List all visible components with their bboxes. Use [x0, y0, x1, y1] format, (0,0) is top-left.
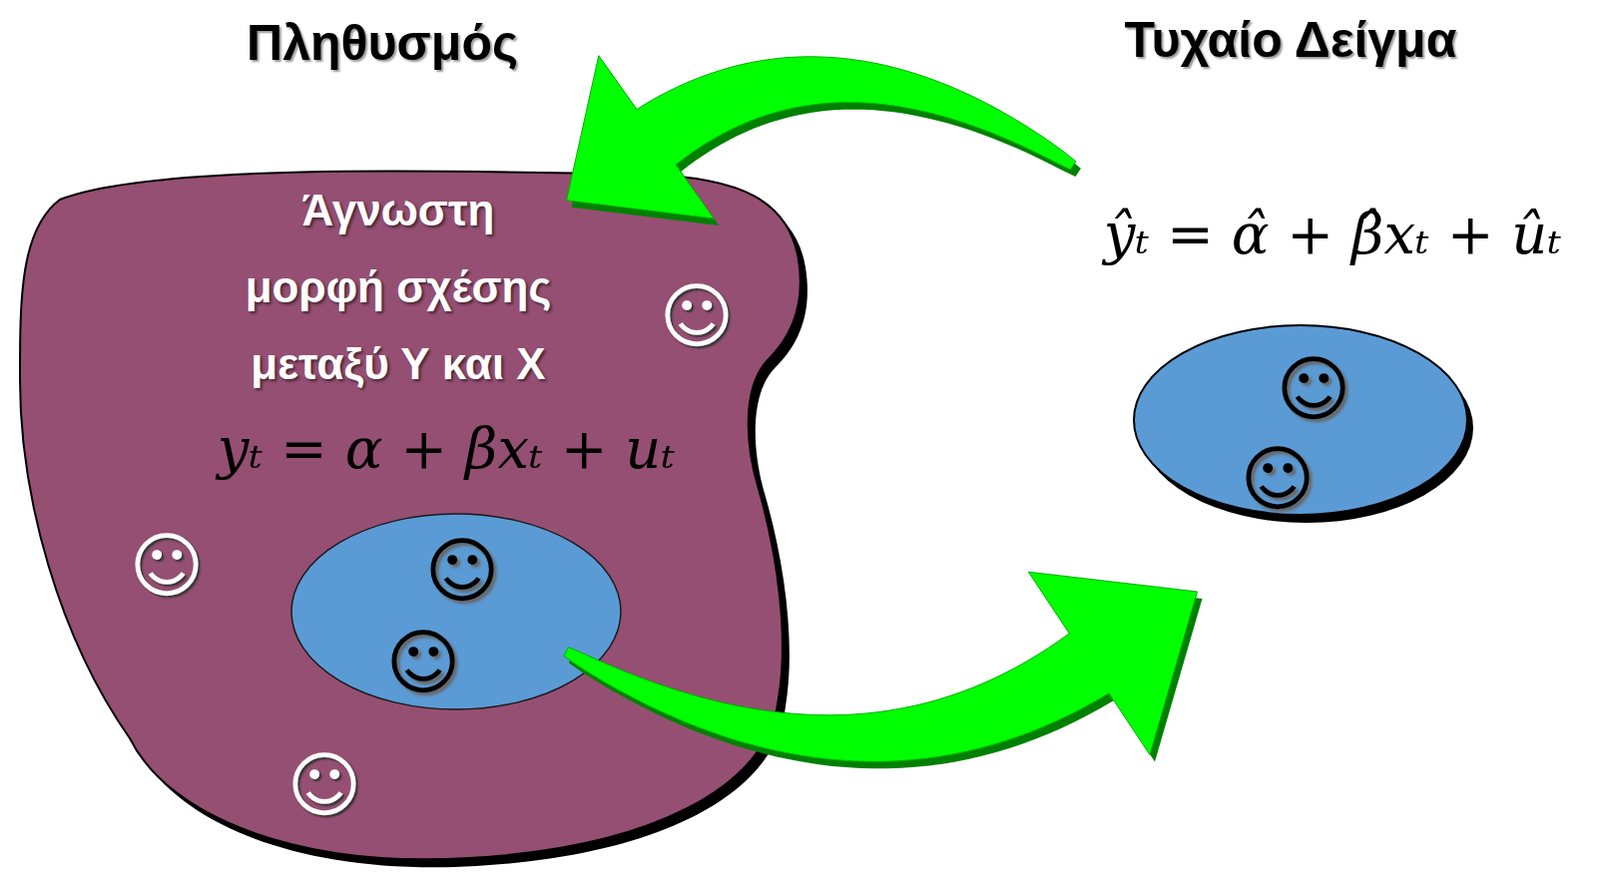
- block-arrow: [563, 571, 1203, 769]
- sample-region: [291, 514, 621, 710]
- population-member: ☺: [286, 749, 362, 822]
- population-region: [19, 170, 801, 860]
- sampled-member: ☺: [424, 534, 500, 607]
- block-arrow: [566, 55, 1081, 226]
- sample-equation: ŷₜ = α̂ + β̂xₜ + ûₜ: [1103, 198, 1562, 272]
- relation-description: Άγνωστη μορφή σχέσης μεταξύ Υ και Χ: [231, 171, 566, 403]
- population-member: ☺: [658, 280, 734, 353]
- sample-member: ☺: [1275, 353, 1351, 426]
- sample-member: ☺: [1239, 443, 1315, 516]
- sample-heading: Τυχαίο Δείγμα: [1124, 11, 1458, 70]
- arrow-body: [563, 571, 1198, 762]
- arrow-body: [566, 55, 1076, 219]
- node-region: Τυχαίο Δείγμα ŷₜ = α̂ + β̂xₜ + ûₜ ☺ ☺: [1028, 7, 1593, 592]
- population-heading: Πληθυσμός: [246, 14, 519, 73]
- population-member: ☺: [128, 530, 204, 602]
- sample-region: [1133, 325, 1468, 516]
- sampled-member: ☺: [385, 626, 461, 699]
- population-equation: yₜ = α + βxₜ + uₜ: [217, 413, 675, 487]
- node-region: ☺☺: [289, 512, 623, 712]
